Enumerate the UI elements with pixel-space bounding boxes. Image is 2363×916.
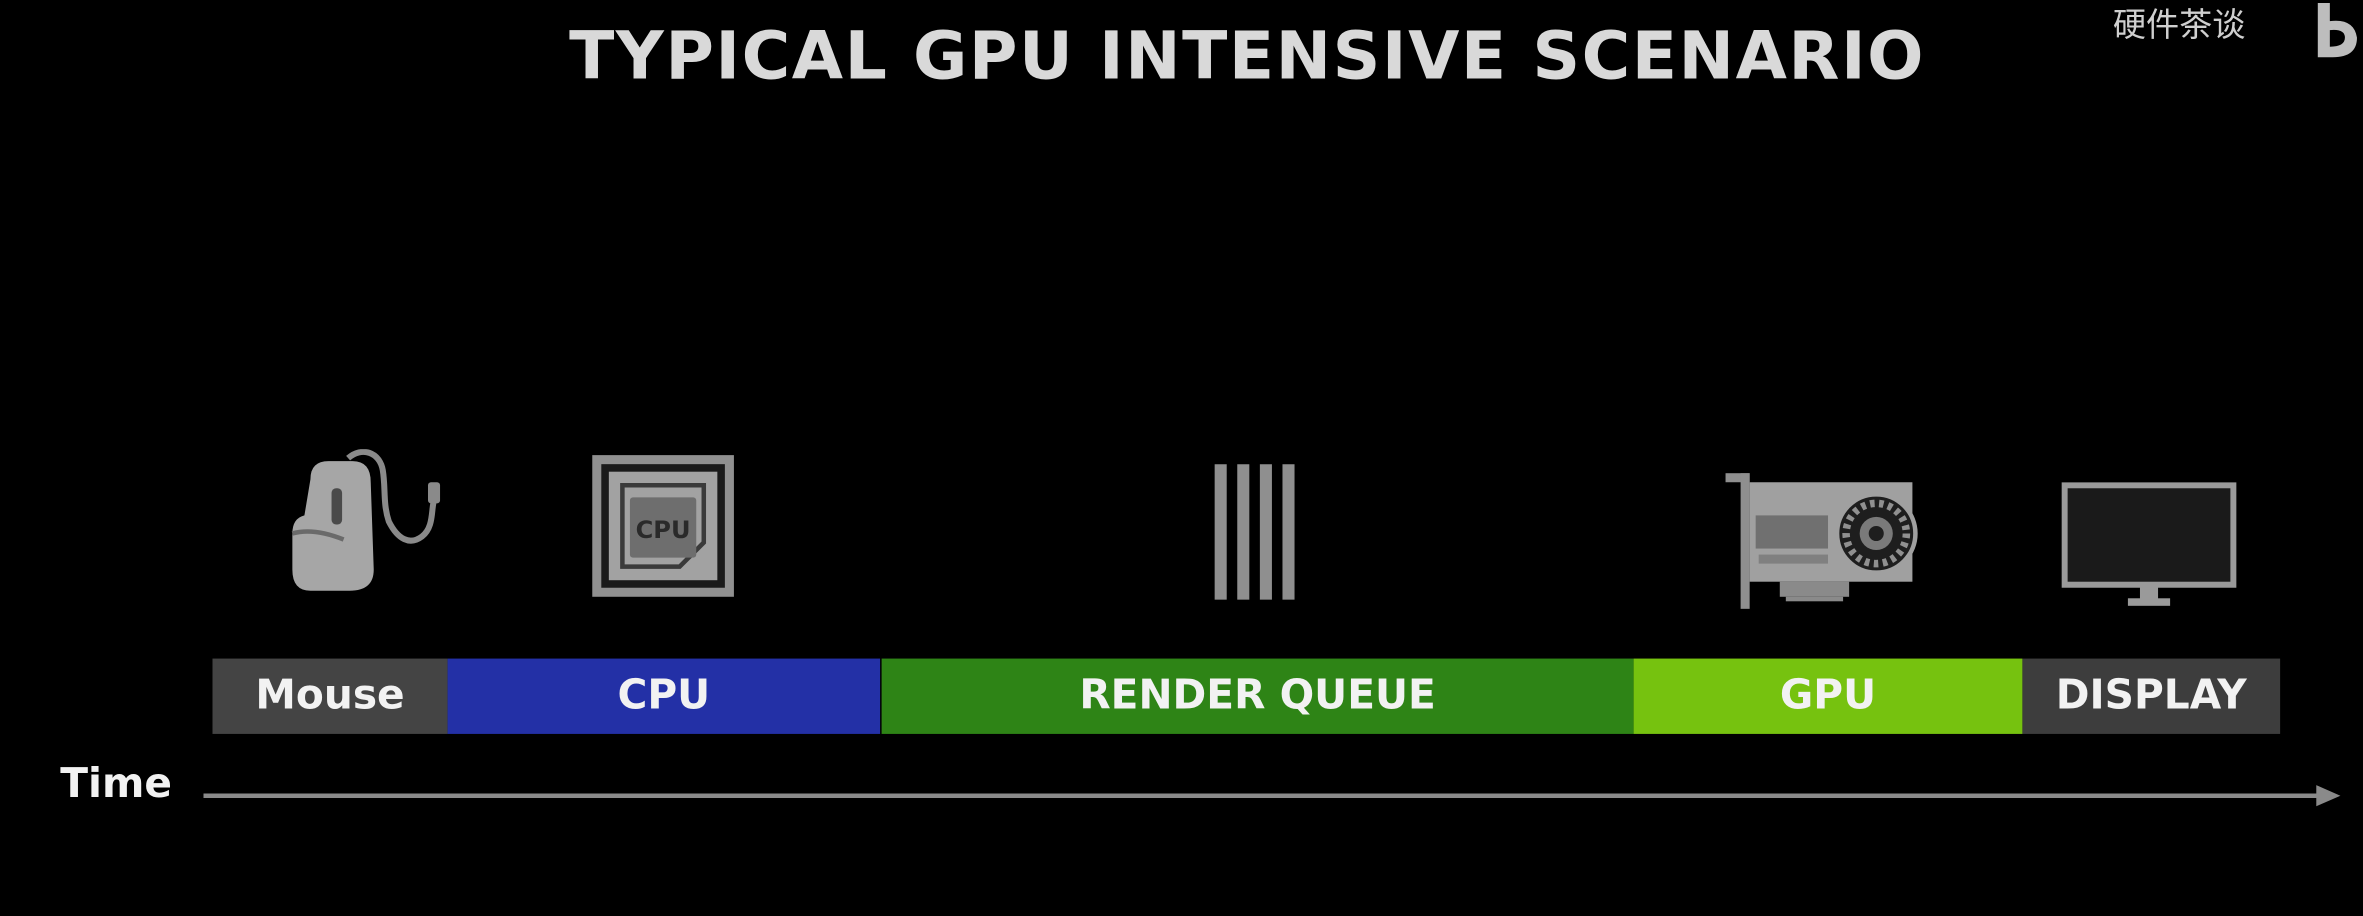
segment-cpu: CPU <box>447 658 881 734</box>
watermark-text: 硬件茶谈 <box>2112 7 2246 46</box>
segment-render-queue: RENDER QUEUE <box>881 658 1634 734</box>
segment-gpu-label: GPU <box>1779 672 1877 719</box>
segment-display: DISPLAY <box>2022 658 2281 734</box>
time-label: Time <box>60 761 172 808</box>
segment-mouse: Mouse <box>212 658 448 734</box>
segment-gpu: GPU <box>1633 658 2023 734</box>
segment-display-label: DISPLAY <box>2055 672 2247 719</box>
segment-cpu-label: CPU <box>617 672 711 719</box>
monitor-icon <box>2061 482 2237 606</box>
segment-render-queue-label: RENDER QUEUE <box>1079 672 1436 719</box>
graphics-card-icon <box>1725 473 1918 609</box>
segment-mouse-label: Mouse <box>255 672 405 719</box>
page-title: TYPICAL GPU INTENSIVE SCENARIO <box>569 18 1926 95</box>
mouse-icon <box>291 449 441 591</box>
cpu-chip-label: CPU <box>636 516 691 544</box>
time-axis-arrow <box>203 785 2341 807</box>
watermark-logo-icon <box>2317 3 2357 58</box>
cpu-chip-icon: CPU <box>592 455 734 597</box>
render-queue-bars-icon <box>1214 464 1295 600</box>
